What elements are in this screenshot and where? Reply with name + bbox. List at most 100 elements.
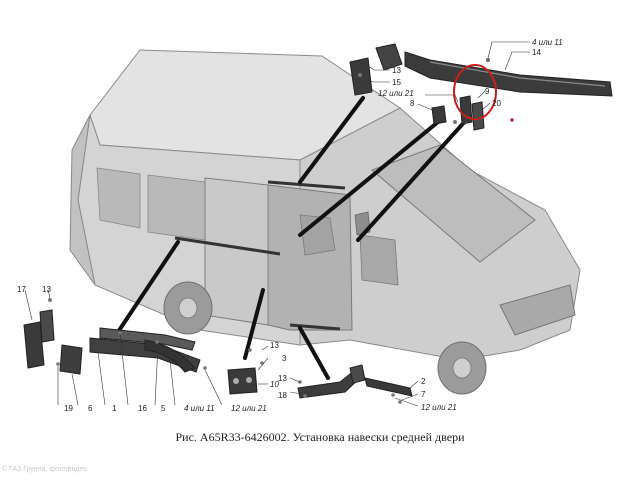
callout-19: 19: [64, 404, 73, 413]
lower-roller-3: [227, 367, 258, 395]
callout-20: 20: [492, 99, 501, 108]
callout-4-or-11-bottom: 4 или 11: [184, 404, 215, 413]
upper-door-rail: [267, 180, 346, 190]
bolt: [510, 118, 514, 122]
callout-leader: [407, 380, 419, 391]
callout-17: 17: [17, 285, 26, 294]
lower-arm-bracket: [349, 364, 366, 384]
bolt: [260, 361, 264, 365]
callout-leader: [204, 369, 223, 406]
callout-13-top: 13: [392, 66, 401, 75]
door-opening: [267, 184, 353, 331]
callout-leader: [394, 397, 419, 407]
callout-labels: 4 или 11 14 13 15 12 или 21 9 8 20 17 13…: [17, 38, 563, 413]
hinge-part-17: [23, 321, 45, 369]
callout-leader: [365, 79, 390, 83]
callout-leader: [425, 94, 459, 103]
leader-line: [298, 326, 330, 380]
callout-12-or-21-top: 12 или 21: [378, 89, 414, 98]
callout-leader: [71, 373, 79, 406]
callout-leader: [504, 51, 530, 71]
callout-leader: [289, 377, 301, 383]
bolt: [118, 331, 122, 335]
hinge-arm: [39, 309, 55, 343]
middle-door-rail: [174, 236, 281, 256]
van-illustration: [69, 49, 581, 395]
van-front: [299, 107, 581, 361]
leader-lines: [116, 96, 470, 380]
callout-8: 8: [410, 99, 415, 108]
roller-hole: [246, 377, 252, 383]
front-wheel-hub: [452, 357, 472, 379]
callout-leader: [169, 359, 176, 406]
sliding-door: [204, 177, 269, 326]
callout-leader: [481, 102, 491, 111]
callout-leader: [154, 344, 159, 406]
upper-hinge-20: [471, 101, 485, 131]
bracket-part-6: [59, 344, 83, 375]
callout-leader: [487, 41, 530, 59]
figure-caption: Рис. A65R33-6426002. Установка навески с…: [175, 430, 465, 444]
bolt: [453, 120, 457, 124]
callout-13-left: 13: [42, 285, 51, 294]
callout-1: 1: [112, 404, 117, 413]
leader-line: [298, 120, 440, 237]
callout-18: 18: [278, 391, 287, 400]
highlight-circle: [453, 64, 497, 120]
bolt: [48, 298, 52, 302]
callout-leader: [367, 65, 390, 71]
leader-line: [116, 240, 180, 334]
callout-7: 7: [421, 390, 426, 399]
rear-wheel-hub: [178, 297, 198, 319]
callout-4-or-11-top: 4 или 11: [532, 38, 563, 47]
upper-rail-part-14: [404, 51, 613, 97]
bolt: [203, 366, 207, 370]
callout-12-or-21-bottom: 12 или 21: [421, 403, 457, 412]
small-bracket-8: [431, 105, 447, 125]
bolt: [391, 393, 395, 397]
bolt: [398, 400, 402, 404]
watermark: © ГАЗ Группа, фото/видео: [2, 466, 88, 473]
callout-15: 15: [392, 78, 401, 87]
upper-roller: [375, 43, 403, 71]
upper-hinge-9: [459, 95, 473, 125]
side-window-rear: [96, 167, 141, 229]
upper-rail-highlight: [429, 61, 606, 87]
van-windshield: [371, 144, 536, 263]
callout-14: 14: [532, 48, 541, 57]
callout-3: 3: [282, 354, 287, 363]
callout-2: 2: [421, 377, 426, 386]
callout-leader: [119, 333, 129, 406]
van-grille: [499, 284, 576, 336]
callout-6: 6: [88, 404, 93, 413]
side-window-mid: [147, 174, 206, 241]
callout-leader: [257, 357, 269, 371]
lower-rail-2: [364, 377, 413, 397]
callout-12-or-21-mid: 12 или 21: [231, 404, 267, 413]
callout-leader: [417, 103, 433, 111]
bolt: [56, 362, 60, 366]
callout-leader: [47, 289, 51, 299]
roller-hole: [233, 378, 239, 384]
callout-leader: [97, 351, 106, 406]
lower-parts-assembly: [227, 348, 413, 404]
callout-leader: [289, 391, 303, 395]
bolt: [303, 394, 307, 398]
callout-leaders: [24, 41, 530, 407]
bolt: [358, 73, 362, 77]
van-rear: [69, 114, 96, 286]
bolt: [155, 340, 159, 344]
callout-leader: [24, 289, 33, 321]
leader-line: [243, 288, 265, 360]
middle-rail-part-16: [99, 327, 196, 351]
left-parts-assembly: [23, 298, 207, 375]
callout-10: 10: [270, 380, 279, 389]
callout-16: 16: [138, 404, 147, 413]
callout-leader: [477, 90, 486, 99]
middle-rail-curve: [144, 339, 196, 373]
callout-leader: [401, 393, 419, 401]
bolt: [248, 348, 252, 352]
callout-9: 9: [485, 87, 490, 96]
upper-rail-assembly: [349, 43, 613, 131]
